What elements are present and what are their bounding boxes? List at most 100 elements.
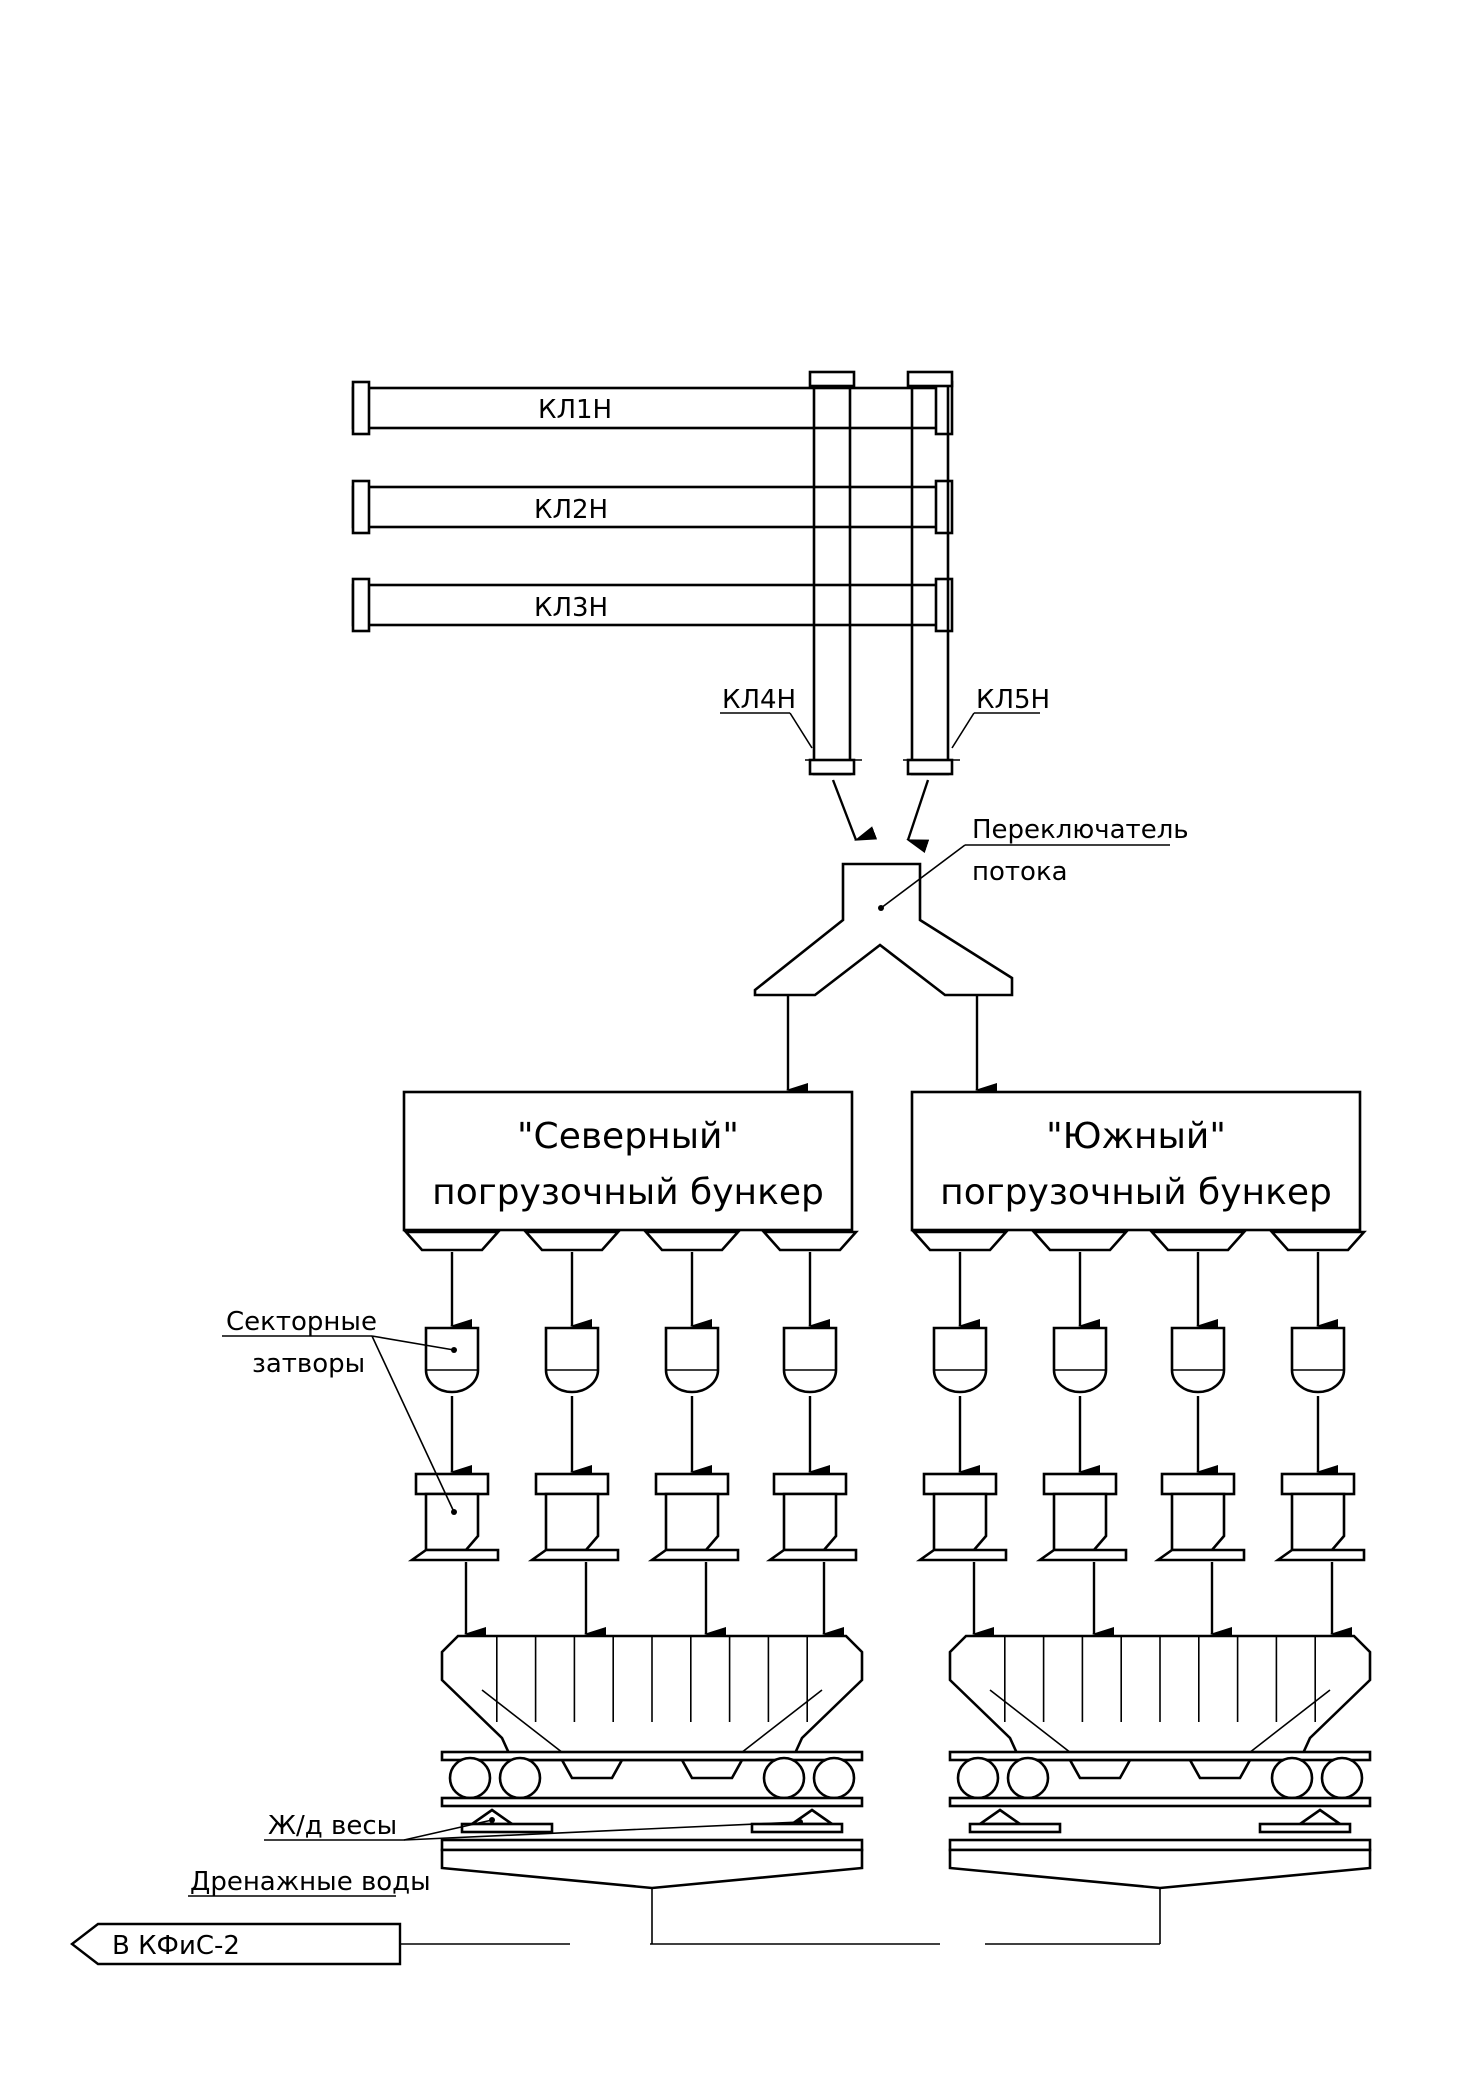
feeder-body-6: [1052, 1492, 1108, 1552]
flow-arrow-kl4n: [831, 779, 878, 841]
sector-gates-label-line1: Секторные: [226, 1307, 377, 1337]
wagon-wheel-north-4: [812, 1756, 856, 1800]
wagon-wheel-north-1: [448, 1756, 492, 1800]
conveyor-kl5n: [903, 370, 960, 776]
sector-gate-4: [782, 1326, 838, 1394]
conveyor-kl5n-label: КЛ5Н: [976, 685, 1050, 715]
feeder-body-8: [1290, 1492, 1346, 1552]
wagon-wheel-south-1: [956, 1756, 1000, 1800]
feeder-top-3: [654, 1472, 730, 1496]
wagon-wheel-north-2: [498, 1756, 542, 1800]
feeder-body-4: [782, 1492, 838, 1552]
bunker-outlet-6: [1031, 1230, 1129, 1252]
conveyor-kl1n-label: КЛ1Н: [538, 395, 612, 425]
south-bunker: "Южный" погрузочный бункер: [910, 1090, 1362, 1232]
feeder-lip-6: [1035, 1548, 1128, 1562]
drain-tray-top-south: [948, 1838, 1372, 1852]
drainage-destination: В КФиС-2: [112, 1931, 240, 1961]
feeder-top-7: [1160, 1472, 1236, 1496]
conveyor-kl3n-label: КЛ3Н: [534, 593, 608, 623]
feeder-lip-7: [1153, 1548, 1246, 1562]
kl4n-callout: КЛ4Н: [720, 685, 813, 749]
feeder-lip-5: [915, 1548, 1008, 1562]
flow-switch-label-line2: потока: [972, 857, 1068, 887]
rail-north: [440, 1796, 864, 1808]
sector-gate-3: [664, 1326, 720, 1394]
flow-switch: Переключатель потока: [753, 815, 1189, 997]
rail-scales-callout: Ж/д весы: [264, 1811, 803, 1841]
sector-gate-7: [1170, 1326, 1226, 1394]
wagon-slope-left-north: [481, 1689, 573, 1761]
scale-pad-left-north: [460, 1822, 554, 1834]
bunker-outlet-3: [643, 1230, 741, 1252]
bunker-outlet-5: [911, 1230, 1009, 1252]
wagon-hopper-1-north: [559, 1758, 625, 1780]
wagon-hopper-2-south: [1187, 1758, 1253, 1780]
feeder-top-2: [534, 1472, 610, 1496]
feeder-top-5: [922, 1472, 998, 1496]
wagon-wheel-south-2: [1006, 1756, 1050, 1800]
feeder-lip-1: [407, 1548, 500, 1562]
wagon-wheel-south-3: [1270, 1756, 1314, 1800]
bunker-outlet-2: [523, 1230, 621, 1252]
conveyor-kl4n-label: КЛ4Н: [722, 685, 796, 715]
south-bunker-name: "Южный": [1046, 1116, 1226, 1157]
wagon-frame-north: [440, 1750, 864, 1762]
conveyor-kl4n: [805, 370, 862, 776]
feeder-top-4: [772, 1472, 848, 1496]
flow-arrow-kl5n: [906, 779, 930, 853]
feeder-lip-2: [527, 1548, 620, 1562]
feeder-body-3: [664, 1492, 720, 1552]
scale-pad-left-south: [968, 1822, 1062, 1834]
bunker-outlet-1: [403, 1230, 501, 1252]
conveyor-kl2n-label: КЛ2Н: [534, 495, 608, 525]
loading-lanes: [403, 1230, 1372, 1890]
north-bunker-name: "Северный": [517, 1116, 739, 1157]
conveyor-kl2n: КЛ2Н: [351, 479, 954, 535]
sector-gate-8: [1290, 1326, 1346, 1394]
feeder-top-6: [1042, 1472, 1118, 1496]
scale-support-right-south: [1295, 1808, 1345, 1826]
conveyor-kl3n: КЛ3Н: [351, 577, 954, 633]
feeder-body-1: [424, 1492, 480, 1552]
feeder-body-5: [932, 1492, 988, 1552]
wagon-frame-south: [948, 1750, 1372, 1762]
feeder-top-8: [1280, 1472, 1356, 1496]
wagon-slope-left-south: [989, 1689, 1081, 1761]
north-bunker-subtitle: погрузочный бункер: [432, 1172, 824, 1213]
feeder-lip-3: [647, 1548, 740, 1562]
kl5n-callout: КЛ5Н: [951, 685, 1050, 749]
scale-support-left-south: [975, 1808, 1025, 1826]
south-bunker-subtitle: погрузочный бункер: [940, 1172, 1332, 1213]
wagon-slope-right-north: [731, 1689, 823, 1761]
conveyor-kl1n: КЛ1Н: [351, 380, 954, 436]
drain-tray-south: [948, 1848, 1372, 1890]
bunker-outlet-4: [761, 1230, 859, 1252]
scale-pad-right-north: [750, 1822, 844, 1834]
feeder-lip-4: [765, 1548, 858, 1562]
wagon-hopper-2-north: [679, 1758, 745, 1780]
drain-tray-top-north: [440, 1838, 864, 1852]
feeder-body-7: [1170, 1492, 1226, 1552]
wagon-wheel-south-4: [1320, 1756, 1364, 1800]
sector-gate-5: [932, 1326, 988, 1394]
sector-gates-callout: Секторные затворы: [222, 1307, 457, 1515]
sector-gate-6: [1052, 1326, 1108, 1394]
bunker-outlet-7: [1149, 1230, 1247, 1252]
wagon-wheel-north-3: [762, 1756, 806, 1800]
flow-switch-label-line1: Переключатель: [972, 815, 1189, 845]
feeder-lip-8: [1273, 1548, 1366, 1562]
rail-scales-label: Ж/д весы: [268, 1811, 397, 1841]
scale-pad-right-south: [1258, 1822, 1352, 1834]
sector-gate-1: [424, 1326, 480, 1394]
drain-tray-north: [440, 1848, 864, 1890]
bunker-outlet-8: [1269, 1230, 1367, 1252]
drainage-label: Дренажные воды: [190, 1867, 431, 1897]
drainage: Дренажные воды В КФиС-2: [70, 1867, 1161, 1966]
wagon-hopper-1-south: [1067, 1758, 1133, 1780]
rail-south: [948, 1796, 1372, 1808]
feeder-body-2: [544, 1492, 600, 1552]
north-bunker: "Северный" погрузочный бункер: [402, 1090, 854, 1232]
